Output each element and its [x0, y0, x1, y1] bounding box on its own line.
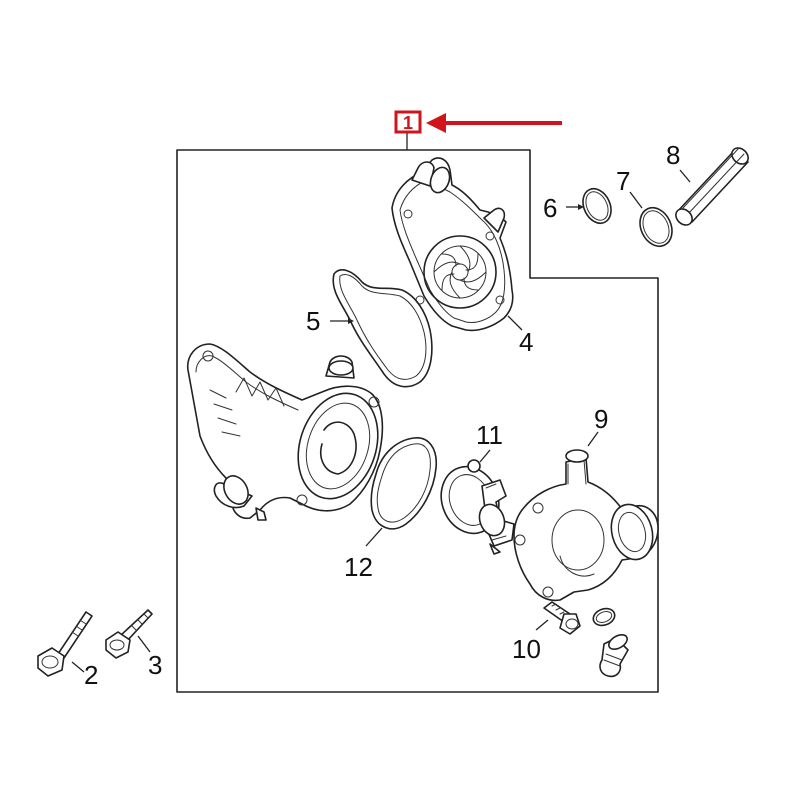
part-5-gasket[interactable]	[332, 269, 433, 388]
part-8-shaft[interactable]	[673, 145, 752, 229]
part-12-gasket[interactable]	[370, 437, 438, 530]
leader-12	[365, 527, 383, 547]
callout-2: 2	[84, 660, 98, 690]
part-9-thermostat-housing[interactable]	[513, 449, 659, 602]
leader-6-arrow-icon	[578, 204, 584, 210]
leader-11	[479, 449, 491, 463]
callout-11: 11	[476, 420, 503, 450]
leader-2	[71, 661, 85, 673]
leader-5-arrow-icon	[348, 318, 354, 324]
part-3-bolt[interactable]	[105, 609, 153, 659]
part-4-pump-cover[interactable]	[391, 157, 514, 332]
part-10-bolt[interactable]	[543, 601, 581, 635]
leader-8	[679, 169, 691, 183]
callout-10: 10	[512, 634, 541, 664]
part-6-o-ring[interactable]	[578, 184, 617, 228]
drain-plug[interactable]	[599, 632, 630, 678]
part-11-thermostat[interactable]	[432, 458, 515, 555]
callout-9: 9	[594, 404, 608, 434]
callout-7: 7	[616, 166, 630, 196]
callout-1-box	[394, 110, 422, 134]
assembly-frame	[176, 149, 659, 693]
leader-3	[137, 635, 151, 653]
callout-8: 8	[666, 140, 680, 170]
leader-10	[535, 619, 549, 631]
callout-5: 5	[306, 306, 320, 336]
part-2-bolt[interactable]	[37, 611, 93, 677]
part-9-small-o-ring[interactable]	[591, 606, 617, 629]
callout-6: 6	[543, 193, 557, 223]
callout-12: 12	[344, 552, 373, 582]
red-arrow-head-icon	[426, 113, 446, 133]
callout-1-label: 1	[403, 113, 413, 133]
leader-7	[629, 191, 643, 209]
callout-3: 3	[148, 650, 162, 680]
leader-4	[507, 315, 523, 331]
callout-4: 4	[519, 327, 533, 357]
callout-1-highlight[interactable]: 1	[394, 110, 562, 134]
part-7-o-ring[interactable]	[634, 203, 678, 252]
leader-9	[587, 431, 599, 447]
water-pump-housing[interactable]	[186, 343, 391, 521]
